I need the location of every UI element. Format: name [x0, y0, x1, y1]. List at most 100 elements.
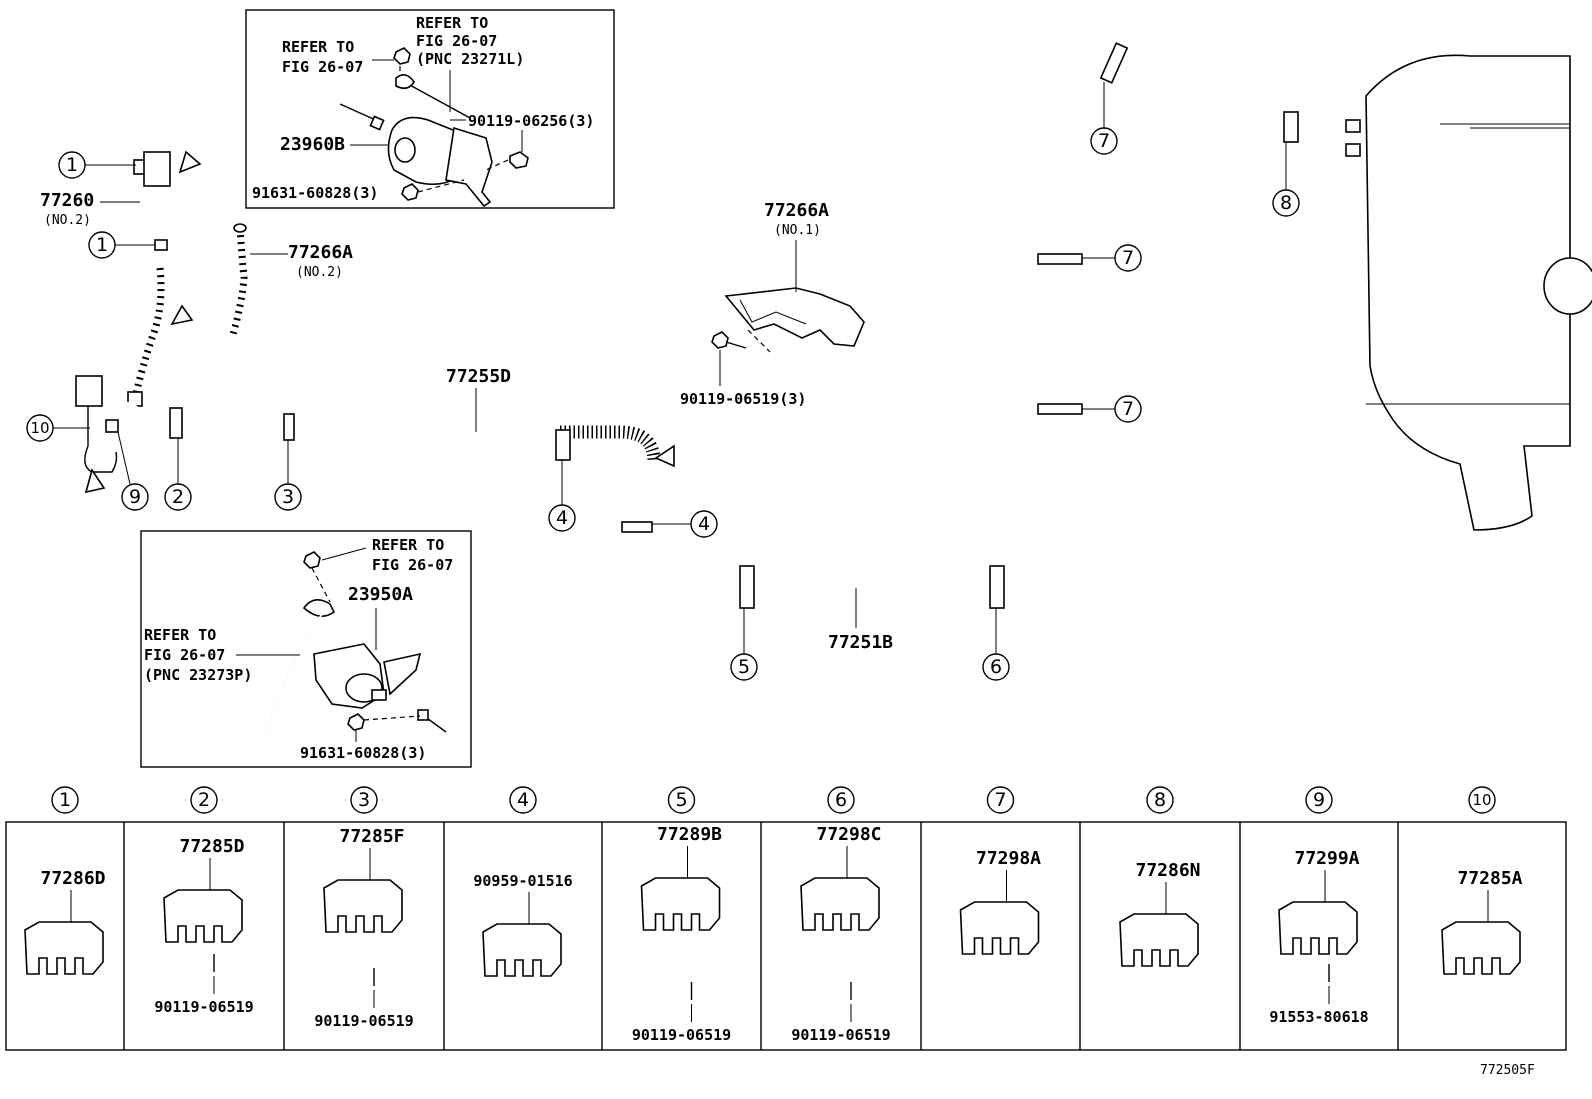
- clamp-7b: [1037, 253, 1083, 265]
- callout-label: 4: [698, 513, 710, 535]
- clamp-icon: [24, 921, 104, 975]
- callout-3: 3: [274, 440, 302, 511]
- top-inset: REFER TO FIG 26-07 (PNC 23271L) REFER TO…: [245, 9, 615, 209]
- callout-label: 9: [129, 486, 141, 508]
- callout-label: 10: [30, 419, 49, 437]
- vsv-valve-icon: [313, 643, 422, 709]
- bottom-inset-part-label: 23950A: [348, 584, 413, 605]
- arrow-icon: [84, 468, 127, 609]
- callout-10: 10: [26, 414, 90, 442]
- clamp-part-label: 77285D: [179, 836, 244, 857]
- clamp-number: 3: [358, 789, 370, 811]
- protector-bolt-label: 90119-06519(3): [680, 390, 806, 408]
- clamp-table-frame: [5, 821, 1567, 1051]
- clamp-4a: [555, 429, 571, 461]
- hose-assembly-no2: [127, 99, 171, 407]
- clamp-icon: [163, 889, 243, 943]
- diagram-code: 772505F: [1480, 1063, 1535, 1078]
- clamp-icon: [323, 879, 403, 933]
- clamp-6: [989, 565, 1005, 609]
- callout-8: 8: [1272, 142, 1300, 217]
- clamp-number: 10: [1472, 791, 1491, 809]
- callout-label: 7: [1098, 130, 1110, 152]
- hose-no2-sub-label: (NO.2): [44, 213, 91, 228]
- callout-5: 5: [730, 608, 758, 681]
- clamp-bolt-label: 90119-06519: [632, 1026, 731, 1044]
- top-inset-screw-label: 91631-60828(3): [252, 184, 378, 202]
- hose-no2-part-label: 77260: [40, 190, 94, 211]
- clamp-cell-3: 3 77285F 90119-06519: [314, 786, 414, 1030]
- top-inset-refer1-line1: REFER TO: [282, 38, 354, 56]
- protector-no2-sub-label: (NO.2): [296, 265, 343, 280]
- callout-label: 5: [738, 656, 750, 678]
- clamp-number-circle: [51, 786, 79, 814]
- tube-rear-label: 77251B: [828, 632, 893, 653]
- clamp-number-circle: [827, 786, 855, 814]
- clamp-part-label: 77286D: [40, 868, 105, 889]
- bolt-icon: [339, 103, 385, 131]
- clamp-number: 5: [675, 789, 687, 811]
- pipe-fitting-icon: [302, 599, 336, 617]
- clamp-part-label: 77286N: [1135, 860, 1200, 881]
- bottom-inset-frame: [140, 530, 472, 768]
- clamp-icon: [640, 877, 721, 931]
- protector-no1-sub-label: (NO.1): [774, 223, 821, 238]
- protector-no2: [228, 223, 248, 339]
- callout-label: 8: [1280, 192, 1292, 214]
- bottom-inset-refer2-line3: (PNC 23273P): [144, 666, 252, 684]
- clamp-9: [105, 419, 119, 433]
- clamp-part-label: 77285F: [339, 826, 404, 847]
- top-inset-part-label: 23960B: [280, 134, 345, 155]
- clamp-3: [283, 413, 295, 441]
- clamp-number: 8: [1154, 789, 1166, 811]
- clamp-icon: [1278, 901, 1358, 955]
- bottom-inset-refer2-line1: REFER TO: [144, 626, 216, 644]
- clamp-number: 4: [517, 789, 529, 811]
- screw-icon: [401, 183, 419, 201]
- top-inset-frame: [245, 9, 615, 209]
- clamp-part-label: 77299A: [1294, 848, 1359, 869]
- clamp-bolt-label: 90119-06519: [791, 1026, 890, 1044]
- clamp-icon: [800, 877, 880, 931]
- callout-label: 3: [282, 486, 294, 508]
- clamp-number: 2: [198, 789, 210, 811]
- bottom-inset: REFER TO FIG 26-07 23950A REFER TO FIG 2…: [140, 530, 472, 768]
- callout-1-lower: 1: [88, 231, 155, 259]
- clamp-number-circle: [190, 786, 218, 814]
- clamp-bolt-label: 90119-06519: [314, 1012, 413, 1030]
- clamp-number-circle: [1146, 786, 1174, 814]
- callout-label: 4: [556, 507, 568, 529]
- clamp-number-circle: [1305, 786, 1333, 814]
- callout-4-right: 4: [652, 510, 718, 538]
- top-inset-refer2-line2: FIG 26-07: [416, 32, 497, 50]
- clamp-number: 9: [1313, 789, 1325, 811]
- clamp-bolt-label: 91553-80618: [1269, 1008, 1368, 1026]
- callout-6: 6: [982, 608, 1010, 681]
- clamp-number: 7: [994, 789, 1006, 811]
- clamp-icon: [1441, 921, 1521, 975]
- clamp-7a: [1099, 42, 1129, 84]
- clamp-cell-6: 6 77298C 90119-06519: [791, 786, 891, 1044]
- clamp-2: [169, 407, 183, 439]
- callout-label: 7: [1122, 398, 1134, 420]
- callout-9: 9: [117, 431, 149, 511]
- clamp-number-circle: [1468, 786, 1496, 814]
- clamp-part-label: 77285A: [1457, 868, 1522, 889]
- fuel-tube-run: [75, 11, 1404, 589]
- vsv-valve-icon: [387, 116, 493, 208]
- nut-icon: [393, 47, 411, 65]
- clamp-number-circle: [667, 786, 696, 814]
- callout-4-left: 4: [548, 460, 576, 532]
- clamp-part-label: 77298C: [816, 824, 881, 845]
- callout-label: 1: [66, 154, 78, 176]
- callout-label: 6: [990, 656, 1002, 678]
- clamp-number: 6: [835, 789, 847, 811]
- arrow-icon: [654, 418, 739, 468]
- clamp-number-circle: [509, 786, 537, 814]
- top-inset-refer2-line3: (PNC 23271L): [416, 50, 524, 68]
